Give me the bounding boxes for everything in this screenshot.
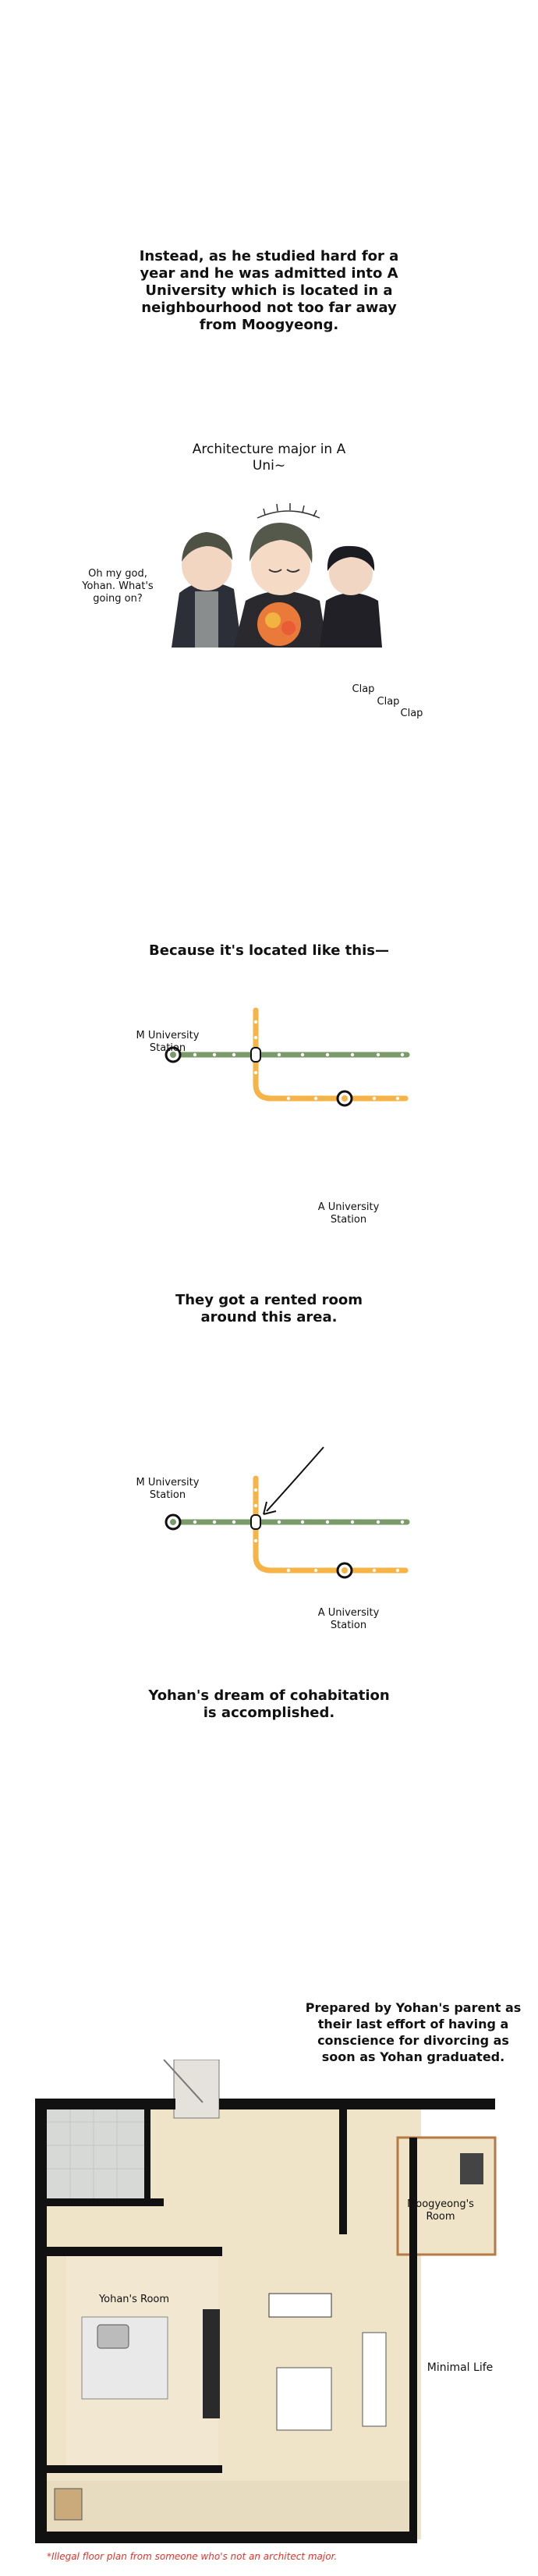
label-moogyeong-room: Moogyeong's Room bbox=[407, 2198, 474, 2223]
map2-station-m-label: M University Station bbox=[136, 1477, 200, 1501]
map1-station-m-label: M University Station bbox=[136, 1030, 200, 1054]
speech-bubble-text: Oh my god, Yohan. What's going on? bbox=[82, 568, 154, 605]
footnote: *Illegal floor plan from someone who's n… bbox=[47, 2551, 338, 2562]
because-caption: Because it's located like this— bbox=[149, 942, 389, 959]
floor-plan bbox=[35, 2060, 497, 2543]
map1-station-a-label: A University Station bbox=[317, 1201, 380, 1226]
transfer-marker bbox=[250, 1047, 261, 1063]
label-yohan-room: Yohan's Room bbox=[98, 2294, 170, 2305]
sfx-clap-2: Clap bbox=[377, 696, 400, 708]
subway-map-2 bbox=[165, 1446, 410, 1579]
characters-illustration bbox=[172, 503, 382, 648]
panel-title: Architecture major in A Uni~ bbox=[192, 442, 346, 474]
sfx-clap-3: Clap bbox=[400, 708, 423, 719]
map2-station-a-label: A University Station bbox=[317, 1607, 380, 1631]
pointer-arrow bbox=[266, 1446, 324, 1512]
sfx-clap-1: Clap bbox=[352, 683, 375, 695]
rented-caption: They got a rented room around this area. bbox=[175, 1292, 363, 1325]
prepared-caption: Prepared by Yohan's parent as their last… bbox=[305, 2000, 522, 2064]
intro-caption: Instead, as he studied hard for a year a… bbox=[139, 248, 399, 333]
label-minimal-life: Minimal Life bbox=[427, 2361, 494, 2374]
dream-caption: Yohan's dream of cohabitation is accompl… bbox=[148, 1687, 390, 1721]
subway-map-1 bbox=[165, 1007, 410, 1107]
